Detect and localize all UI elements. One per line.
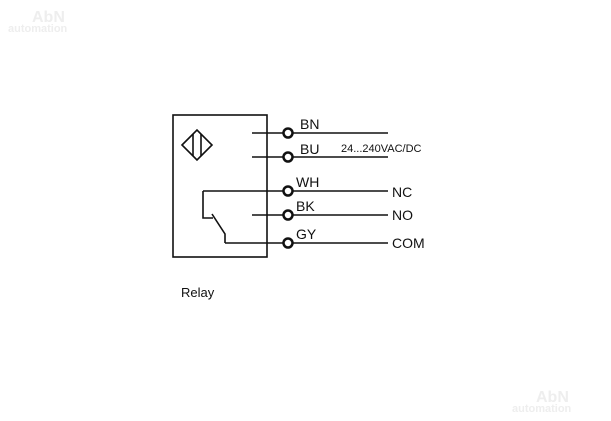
watermark-top-left: AbN automation: [8, 9, 68, 35]
svg-text:AbN: AbN: [32, 9, 65, 26]
label-wh: WH: [296, 174, 319, 190]
svg-text:automation: automation: [512, 403, 572, 415]
terminal-gy: [282, 237, 294, 249]
terminal-wh: [282, 185, 294, 197]
sensor-body: [172, 114, 268, 258]
label-nc: NC: [392, 184, 412, 200]
svg-text:automation: automation: [8, 23, 68, 35]
label-gy: GY: [296, 226, 317, 242]
relay-contact: [211, 213, 226, 243]
inductive-sensor-icon: [180, 128, 214, 162]
terminal-bn: [282, 127, 294, 139]
svg-text:AbN: AbN: [536, 389, 569, 406]
supply-voltage: 24...240VAC/DC: [341, 143, 422, 155]
label-bu: BU: [300, 141, 319, 157]
terminal-bk: [282, 209, 294, 221]
caption: Relay: [181, 285, 215, 300]
label-no: NO: [392, 207, 413, 223]
terminal-bu: [282, 151, 294, 163]
label-com: COM: [392, 235, 425, 251]
relay-switch: [202, 191, 213, 219]
label-bk: BK: [296, 198, 315, 214]
label-bn: BN: [300, 116, 319, 132]
watermark-bottom-right: AbN automation: [512, 389, 572, 415]
